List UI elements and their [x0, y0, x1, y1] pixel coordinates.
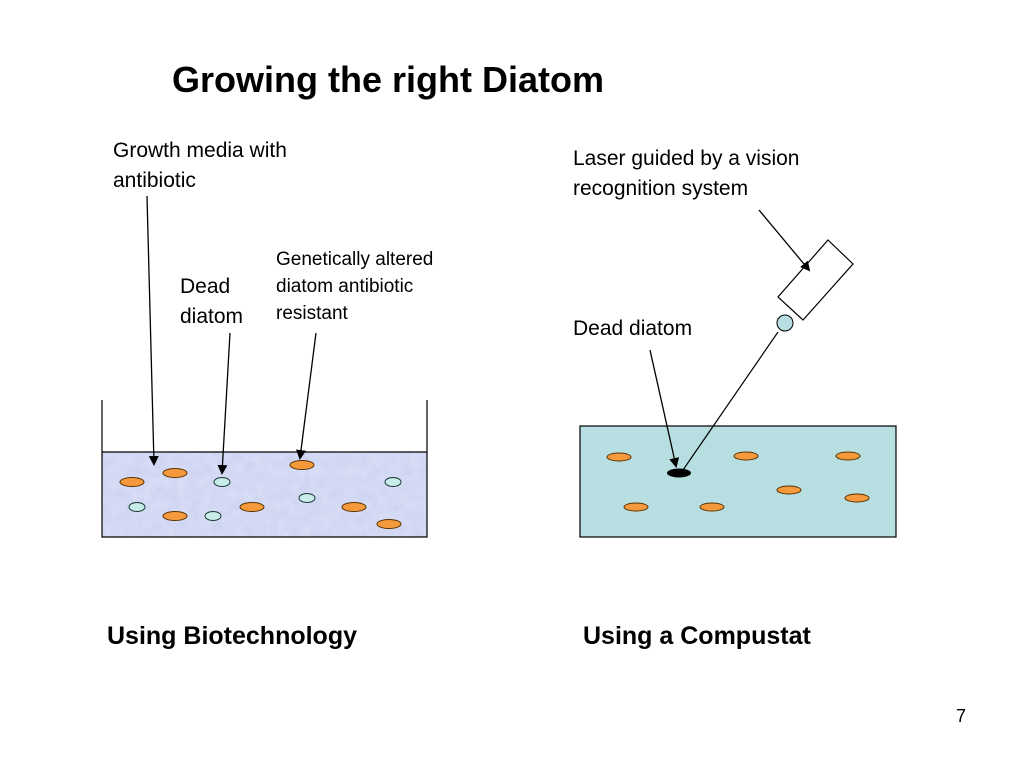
- label-growth-media: Growth media with antibiotic: [113, 139, 287, 192]
- growth-media-right: [579, 425, 897, 538]
- page-number: 7: [955, 706, 966, 726]
- slide-title: Growing the right Diatom: [172, 59, 604, 100]
- left-live-diatoms: [119, 460, 402, 529]
- live-diatom: [699, 502, 725, 512]
- left-dead-diatoms: [128, 477, 402, 521]
- left-arrows: [146, 195, 317, 475]
- beaker-outline: [101, 400, 428, 538]
- dead-diatom: [204, 511, 222, 521]
- caption-compustat: Using a Compustat: [583, 622, 811, 650]
- laser-beam: [682, 331, 779, 471]
- live-diatom: [606, 452, 632, 462]
- label-genetically-altered: Genetically altered diatom antibiotic re…: [276, 249, 434, 324]
- right-arrows: [649, 209, 811, 468]
- label-dead-diatom-left: Dead diatom: [180, 275, 244, 328]
- dead-diatom: [298, 493, 316, 503]
- caption-biotechnology: Using Biotechnology: [107, 622, 357, 650]
- right-tank: [579, 425, 897, 538]
- label-laser: Laser guided by a vision recognition sys…: [573, 147, 800, 200]
- live-diatom: [835, 451, 861, 461]
- live-diatom: [239, 502, 265, 512]
- live-diatom: [844, 493, 870, 503]
- live-diatom: [289, 460, 315, 470]
- arrow-dead-diatom-right: [649, 349, 680, 468]
- live-diatom: [162, 468, 188, 478]
- dead-diatom-target: [667, 468, 691, 478]
- laser-body: [777, 239, 854, 321]
- arrow-laser: [758, 209, 811, 272]
- label-dead-diatom-right: Dead diatom: [573, 317, 693, 340]
- arrow-altered-diatom: [296, 332, 317, 460]
- live-diatom: [623, 502, 649, 512]
- live-diatom: [341, 502, 367, 512]
- laser-device: [682, 239, 854, 471]
- live-diatom: [376, 519, 402, 529]
- live-diatom: [733, 451, 759, 461]
- live-diatom: [162, 511, 188, 521]
- left-beaker: [101, 400, 428, 538]
- right-live-diatoms: [606, 451, 870, 512]
- dead-diatom: [213, 477, 231, 487]
- arrow-growth-media: [146, 195, 159, 466]
- live-diatom: [776, 485, 802, 495]
- live-diatom: [119, 477, 145, 487]
- laser-lens: [776, 314, 794, 332]
- dead-diatom: [128, 502, 146, 512]
- dead-diatom: [384, 477, 402, 487]
- arrow-dead-diatom-left: [217, 332, 231, 475]
